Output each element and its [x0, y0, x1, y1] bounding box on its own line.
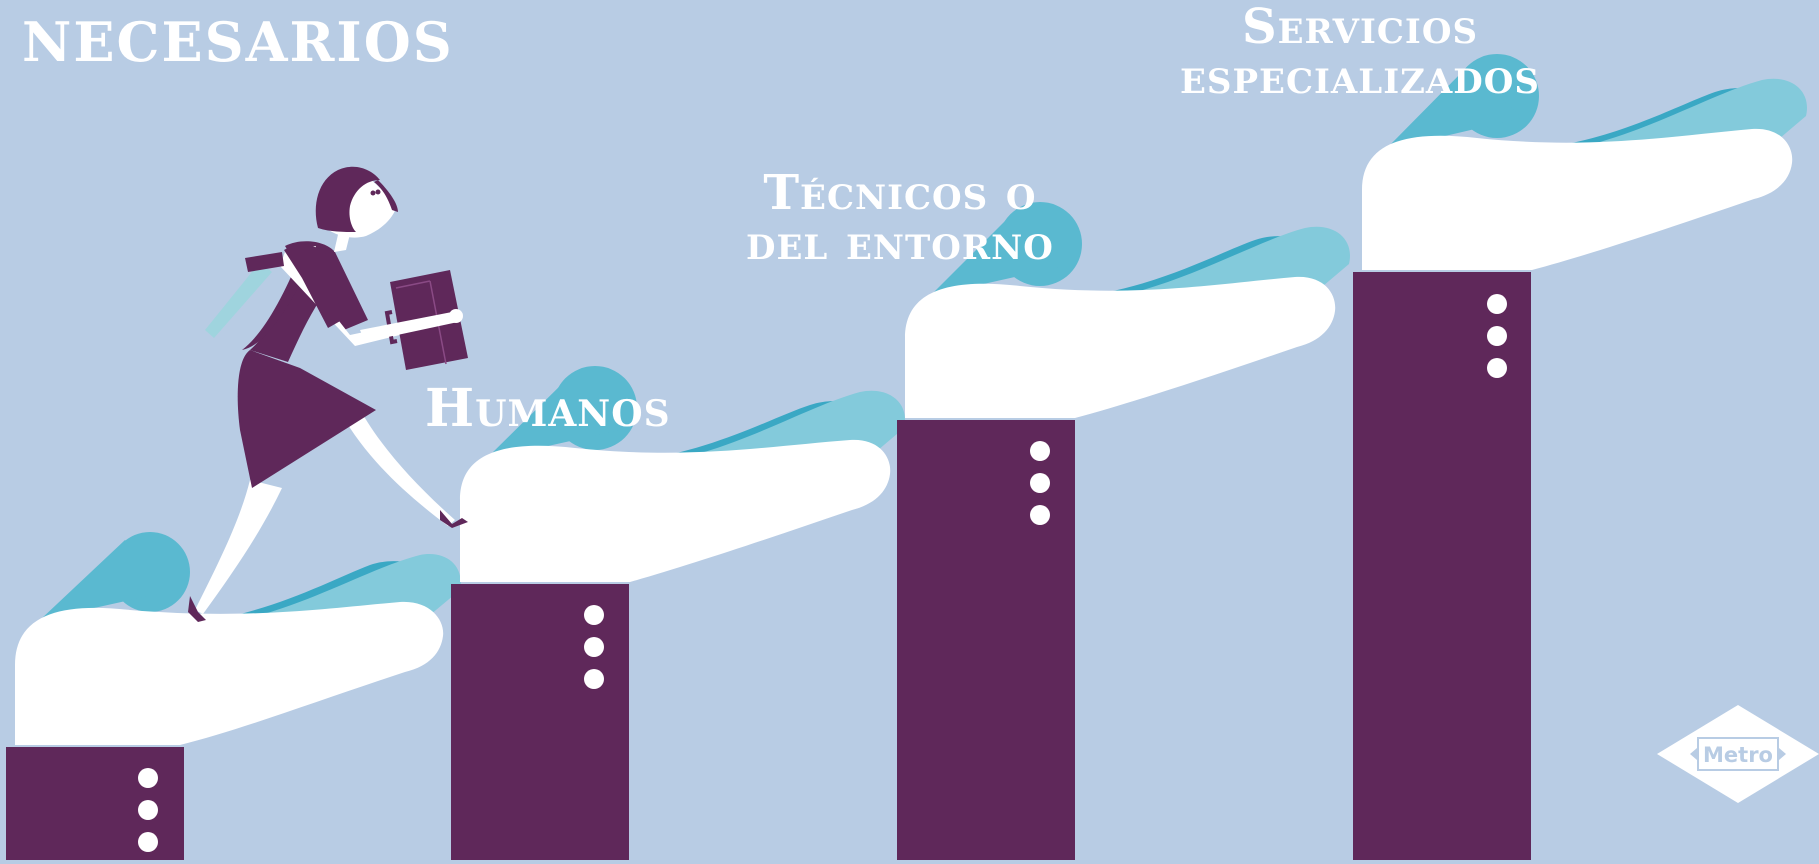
step-1-label: Humanos [425, 378, 671, 439]
step-3-label-line: Servicios [1241, 0, 1478, 55]
step-3-label-line: especializados [1180, 49, 1540, 106]
step-2-hand [451, 366, 905, 860]
woman-figure [188, 166, 468, 622]
metro-logo-text: Metro [1703, 743, 1773, 767]
metro-logo: Metro [1657, 705, 1819, 803]
step-2-label-line: del entorno [746, 215, 1054, 272]
step-4-hand [1353, 54, 1807, 860]
step-1-label-line: Humanos [425, 378, 671, 439]
step-3-label: Servicios especializados [1180, 2, 1540, 103]
step-3-hand [897, 202, 1350, 860]
step-2-label: Técnicos o del entorno [746, 168, 1054, 269]
step-2-label-line: Técnicos o [763, 165, 1037, 221]
step-1-hand [6, 532, 461, 860]
page-title: NECESARIOS [22, 10, 454, 74]
